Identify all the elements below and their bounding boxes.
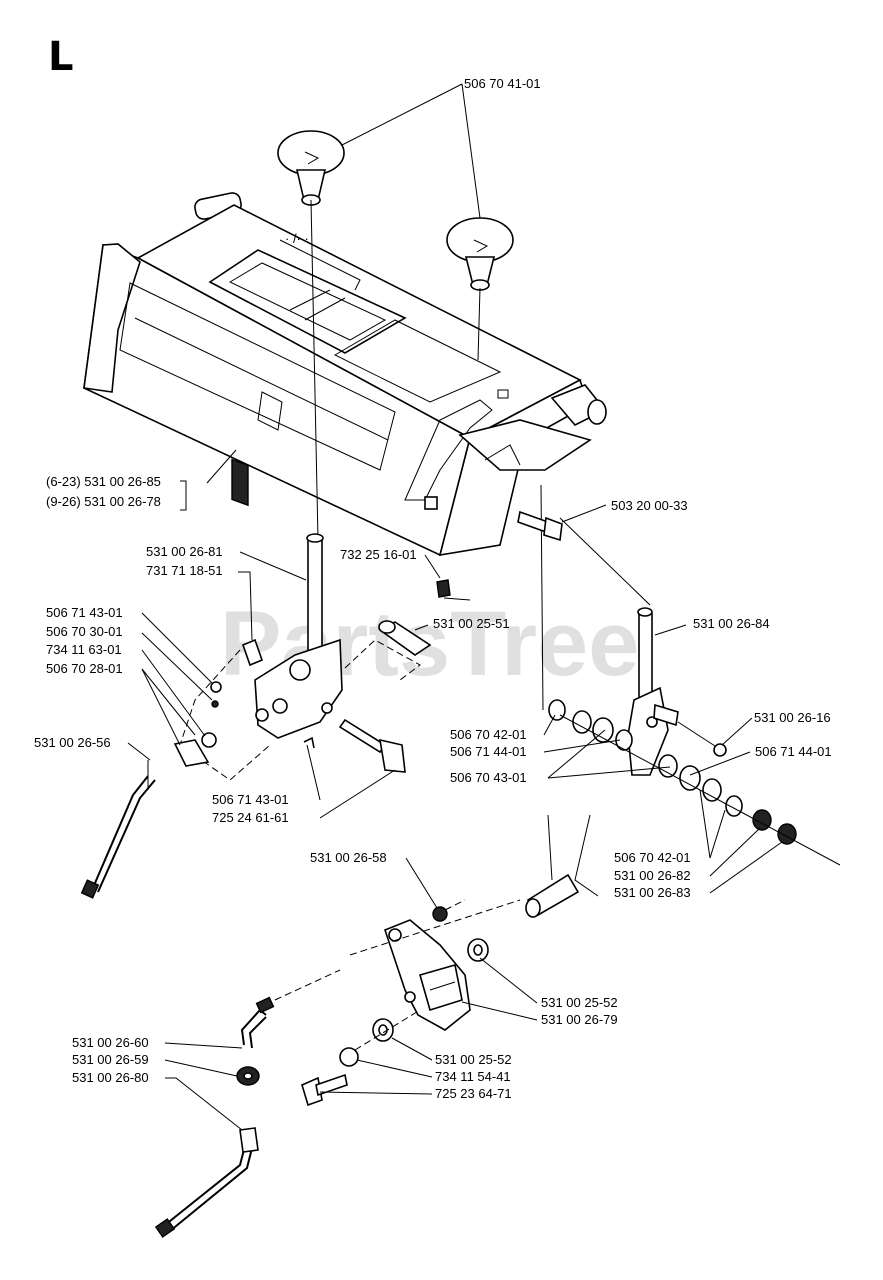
label-bolt-right: 503 20 00-33 bbox=[611, 498, 688, 513]
washer-lower bbox=[432, 906, 448, 922]
control-housing: · /· · bbox=[83, 192, 607, 557]
label-nut-right-small: 531 00 26-16 bbox=[754, 710, 831, 725]
label-nut-elbow: 531 00 26-59 bbox=[72, 1052, 149, 1067]
label-elbow: 531 00 26-60 bbox=[72, 1035, 149, 1050]
label-rod-lower: 531 00 26-80 bbox=[72, 1070, 149, 1085]
knob-left bbox=[277, 130, 345, 206]
label-washer-lower: 531 00 26-58 bbox=[310, 850, 387, 865]
bolt-right bbox=[517, 510, 563, 542]
section-letter: L bbox=[48, 34, 74, 80]
label-clip-2: 506 71 43-01 bbox=[212, 792, 289, 807]
label-nut-center: 732 25 16-01 bbox=[340, 547, 417, 562]
label-washer-r3: 506 71 44-01 bbox=[755, 744, 832, 759]
bushing-lower-a bbox=[467, 938, 489, 962]
elbow bbox=[240, 996, 275, 1049]
label-washer-r5: 506 70 42-01 bbox=[614, 850, 691, 865]
washer-stack-right bbox=[548, 699, 797, 845]
pin-left bbox=[241, 638, 264, 667]
label-bushing-lower-b: 531 00 25-52 bbox=[435, 1052, 512, 1067]
label-screw-lower: 725 23 64-71 bbox=[435, 1086, 512, 1101]
lower-bracket bbox=[384, 919, 471, 1031]
label-bolt-left: 725 24 61-61 bbox=[212, 810, 289, 825]
label-bushing-lower-a: 531 00 25-52 bbox=[541, 995, 618, 1010]
bushing-lower-b bbox=[372, 1018, 394, 1042]
label-nut-r6: 531 00 26-82 bbox=[614, 868, 691, 883]
nut-center bbox=[436, 579, 451, 598]
label-washer-r1: 506 70 42-01 bbox=[450, 727, 527, 742]
lower-pin bbox=[525, 873, 580, 918]
rod-left bbox=[80, 760, 156, 899]
washer-lower-b bbox=[339, 1047, 359, 1067]
leader-lines bbox=[127, 83, 783, 1131]
rod-lower bbox=[154, 1127, 259, 1238]
label-washer-r4: 506 70 43-01 bbox=[450, 770, 527, 785]
screw-lower bbox=[301, 1073, 348, 1107]
label-clip-1: 506 71 43-01 bbox=[46, 605, 123, 620]
label-housing-b: (9-26) 531 00 26-78 bbox=[46, 494, 161, 509]
lever-left bbox=[306, 533, 324, 656]
sleeve-center bbox=[378, 620, 432, 656]
label-sleeve-center: 531 00 25-51 bbox=[433, 616, 510, 631]
label-knob: 506 70 41-01 bbox=[464, 76, 541, 91]
label-bracket-lower: 531 00 26-79 bbox=[541, 1012, 618, 1027]
label-lever-left: 531 00 26-81 bbox=[146, 544, 223, 559]
scale-mark: · /· · bbox=[285, 231, 309, 246]
label-pin-left: 731 71 18-51 bbox=[146, 563, 223, 578]
pivot-bracket-left bbox=[254, 638, 343, 739]
label-washer-lower-b: 734 11 54-41 bbox=[435, 1069, 511, 1084]
part-labels: 506 70 41-01 (6-23) 531 00 26-85 (9-26) … bbox=[34, 76, 832, 1101]
label-rod-left: 531 00 26-56 bbox=[34, 735, 111, 750]
knob-right bbox=[446, 217, 514, 291]
nut-elbow bbox=[236, 1066, 260, 1086]
lever-right bbox=[627, 607, 679, 776]
label-nut-1: 734 11 63-01 bbox=[46, 642, 122, 657]
bolt-left-lever bbox=[338, 718, 406, 773]
label-washer-1: 506 70 30-01 bbox=[46, 624, 123, 639]
small-parts-left bbox=[173, 681, 315, 767]
label-washer-r2: 506 71 44-01 bbox=[450, 744, 527, 759]
label-nut-r7: 531 00 26-83 bbox=[614, 885, 691, 900]
label-lever-right: 531 00 26-84 bbox=[693, 616, 770, 631]
label-housing-a: (6-23) 531 00 26-85 bbox=[46, 474, 161, 489]
label-bushing-1: 506 70 28-01 bbox=[46, 661, 123, 676]
